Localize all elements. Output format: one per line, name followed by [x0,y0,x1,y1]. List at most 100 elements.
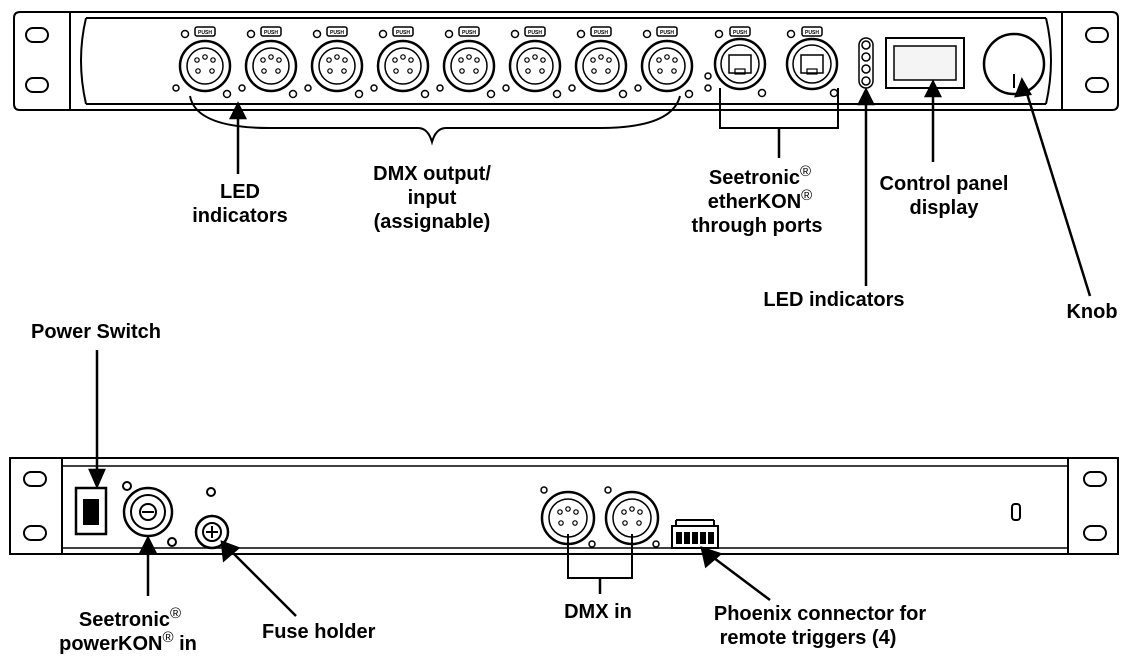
front-rack-ear-right-slot-top [1085,27,1109,43]
led-indicator-1 [861,40,871,50]
label-led-indicators-left-line2: indicators [192,205,288,227]
xlr-pin [672,57,678,63]
xlr-pin [276,57,282,63]
front-panel-bevel-right [1045,17,1052,105]
xlr-screw [180,29,190,39]
front-ethercon-connectors: PUSH PUSH [704,26,839,98]
fuse-holder [194,514,230,550]
xlr-led [238,84,246,92]
ethercon-inner [792,44,832,84]
push-latch [326,26,348,37]
front-rack-ear-left [13,11,70,111]
xlr-pin [473,68,479,74]
label-dmx-in: DMX in [564,601,632,623]
xlr-screw [604,486,612,494]
ethercon-port-1: PUSH [713,26,767,98]
xlr-screw [444,29,454,39]
xlr-pin [590,57,596,63]
ethercon-port-2: PUSH [785,26,839,98]
front-rack-ear-left-slot-bottom [25,77,49,93]
xlr-pin [671,68,677,74]
callout-power-switch-arrow [88,468,106,490]
xlr-pin [622,520,628,526]
ethercon-screw [714,29,724,39]
push-latch-label: PUSH [528,30,542,36]
xlr-pin [539,68,545,74]
xlr-inner [252,47,290,85]
phoenix-pins [676,532,714,544]
xlr-screw [552,89,562,99]
push-latch-label: PUSH [594,30,608,36]
push-latch [194,26,216,37]
xlr-pin [459,68,465,74]
ethercon-led [704,84,712,92]
xlr-pin [392,57,398,63]
xlr-led [304,84,312,92]
ethercon-inner [720,44,760,84]
front-rack-ear-right-slot-bottom [1085,77,1109,93]
label-phoenix-line2: remote triggers (4) [720,627,897,649]
xlr-led [568,84,576,92]
xlr-pin [334,54,340,60]
xlr-screw [420,89,430,99]
push-latch-label: PUSH [733,30,747,36]
phoenix-pin [676,532,682,544]
xlr-pin [656,57,662,63]
push-latch [729,26,751,37]
rear-rack-ear-left-slot-top [23,471,47,487]
xlr-pin [408,57,414,63]
xlr-pin [565,506,571,512]
push-latch-label: PUSH [264,30,278,36]
xlr-led [502,84,510,92]
label-led-indicators-left-line1: LED [220,181,260,203]
label-dmx-output-line1: DMX output/ [373,163,491,185]
xlr-led [172,84,180,92]
rear-dmx-in-connectors [540,486,660,548]
push-latch [801,26,823,37]
front-rack-ear-right [1062,11,1119,111]
rear-rack-ear-right-slot-bottom [1083,525,1107,541]
rear-panel [9,457,1119,555]
xlr-pin [598,54,604,60]
push-latch [524,26,546,37]
xlr-pin [195,68,201,74]
phoenix-pin [700,532,706,544]
xlr-pin [327,68,333,74]
xlr-led [370,84,378,92]
label-dmx-output-line2: input [408,187,457,209]
push-latch [458,26,480,37]
ethercon-outer [713,37,767,91]
label-knob: Knob [1066,301,1117,323]
rear-rack-ear-left-slot-bottom [23,525,47,541]
push-latch [656,26,678,37]
xlr-inner [582,47,620,85]
led-indicator-2 [861,52,871,62]
xlr-pin [210,57,216,63]
front-callouts [189,77,1092,297]
phoenix-pin [684,532,690,544]
front-panel [13,11,1119,111]
xlr-connector-2: PUSH [238,26,298,99]
xlr-pin [606,57,612,63]
led-bezel [858,37,874,89]
xlr-screw [510,29,520,39]
xlr-inner [450,47,488,85]
push-latch [590,26,612,37]
xlr-screw [246,29,256,39]
xlr-pin [202,54,208,60]
push-latch-label: PUSH [660,30,674,36]
fuse-holder-inner [202,522,222,542]
xlr-pin [573,509,579,515]
powerkon-screw-top [122,481,132,491]
label-control-panel-line1: Control panel [880,173,1009,195]
xlr-pin [261,68,267,74]
xlr-pin [400,54,406,60]
xlr-pin [558,520,564,526]
callout-dmx-brace [189,95,681,146]
push-latch-label: PUSH [330,30,344,36]
xlr-screw [222,89,232,99]
dmx-in-connector-2 [604,486,660,548]
led-indicator-3 [861,64,871,74]
